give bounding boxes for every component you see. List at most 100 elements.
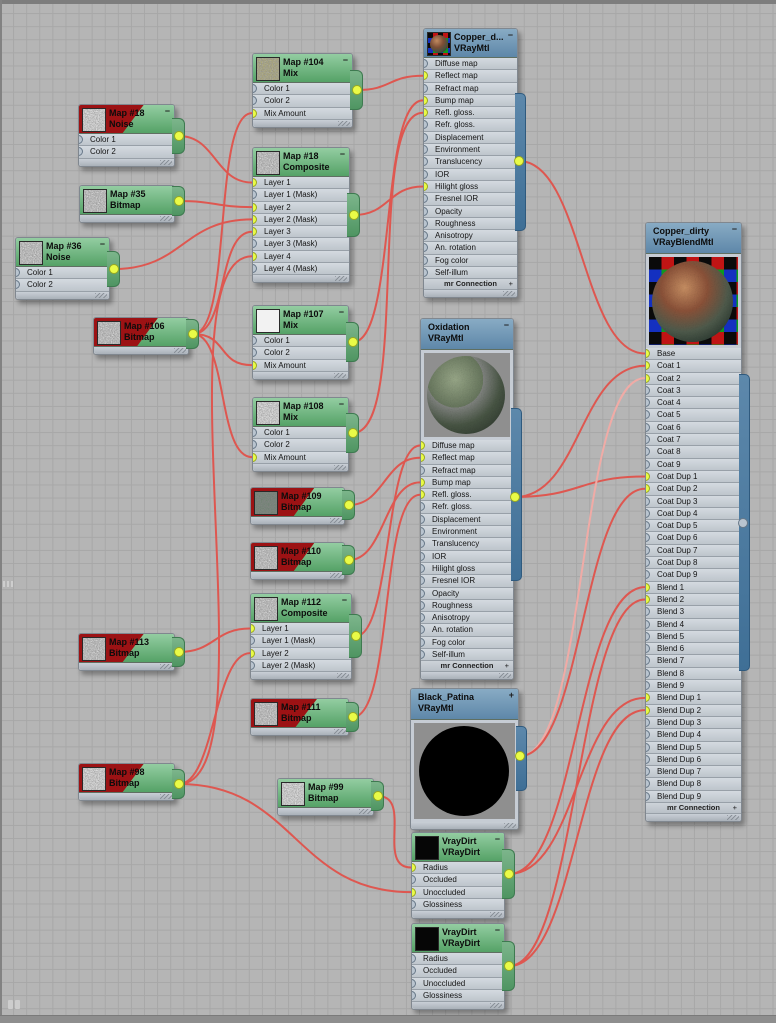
mr-expand-icon[interactable]: + [732, 802, 737, 812]
output-socket[interactable] [349, 210, 359, 220]
slot-mix-amount[interactable]: Mix Amount [253, 451, 348, 464]
slot-opacity[interactable]: Opacity [424, 205, 517, 218]
input-socket[interactable] [646, 742, 650, 752]
input-socket[interactable] [646, 484, 650, 494]
resize-grip-icon[interactable] [95, 292, 107, 298]
wire-comp18-to-copper_d[interactable] [353, 185, 424, 216]
input-socket[interactable] [646, 619, 650, 629]
wire-map108-to-copper_d[interactable] [352, 111, 424, 434]
slot-coat-dup-4[interactable]: Coat Dup 4 [646, 507, 741, 521]
resize-grip-icon[interactable] [334, 729, 346, 734]
input-socket[interactable] [424, 268, 428, 278]
input-socket[interactable] [412, 954, 416, 963]
input-socket[interactable] [424, 71, 428, 81]
wire-map111-to-oxidation[interactable] [352, 493, 421, 718]
input-socket[interactable] [421, 490, 425, 500]
slot-refr-gloss-[interactable]: Refr. gloss. [421, 501, 513, 514]
collapse-button[interactable]: − [164, 106, 170, 116]
input-socket[interactable] [646, 385, 650, 395]
slot-color-2[interactable]: Color 2 [253, 347, 348, 360]
slot-coat-dup-2[interactable]: Coat Dup 2 [646, 483, 741, 496]
slot-blend-4[interactable]: Blend 4 [646, 618, 741, 631]
input-socket[interactable] [424, 132, 428, 142]
input-socket[interactable] [646, 496, 650, 506]
slot-layer-3-mask-[interactable]: Layer 3 (Mask) [253, 238, 349, 251]
slot-an-rotation[interactable]: An. rotation [424, 242, 517, 255]
slot-blend-6[interactable]: Blend 6 [646, 643, 741, 656]
output-socket[interactable] [515, 751, 525, 761]
slot-environment[interactable]: Environment [424, 144, 517, 157]
slot-coat-dup-1[interactable]: Coat Dup 1 [646, 470, 741, 484]
slot-mix-amount[interactable]: Mix Amount [253, 359, 348, 372]
mr-expand-icon[interactable]: + [504, 661, 509, 671]
input-socket[interactable] [646, 570, 650, 580]
slot-blend-3[interactable]: Blend 3 [646, 606, 741, 619]
mr-expand-icon[interactable]: + [508, 279, 513, 289]
collapse-button[interactable]: − [494, 834, 500, 844]
input-socket[interactable] [421, 441, 425, 450]
input-socket[interactable] [253, 452, 257, 462]
output-socket[interactable] [174, 196, 184, 206]
input-socket[interactable] [251, 648, 255, 658]
wire-map106-to-map104[interactable] [192, 112, 253, 335]
input-socket[interactable] [646, 349, 650, 358]
slot-layer-3[interactable]: Layer 3 [253, 226, 349, 239]
input-socket[interactable] [412, 863, 416, 872]
input-socket[interactable] [421, 563, 425, 573]
wire-map107-to-copper_d[interactable] [352, 99, 424, 343]
slot-environment[interactable]: Environment [421, 526, 513, 539]
slot-blend-dup-9[interactable]: Blend Dup 9 [646, 790, 741, 803]
slot-refract-map[interactable]: Refract map [421, 464, 513, 477]
slot-base[interactable]: Base [646, 348, 741, 361]
slot-refl-gloss-[interactable]: Refl. gloss. [424, 107, 517, 120]
wire-map106-to-comp18[interactable] [192, 230, 253, 335]
input-socket[interactable] [421, 514, 425, 524]
output-socket[interactable] [348, 428, 358, 438]
slot-layer-2[interactable]: Layer 2 [253, 201, 349, 214]
slot-blend-9[interactable]: Blend 9 [646, 680, 741, 693]
input-socket[interactable] [253, 264, 257, 274]
slot-displacement[interactable]: Displacement [424, 131, 517, 145]
slot-anisotropy[interactable]: Anisotropy [424, 230, 517, 243]
slot-occluded[interactable]: Occluded [412, 965, 504, 978]
output-socket[interactable] [174, 131, 184, 141]
input-socket[interactable] [424, 194, 428, 204]
slot-color-1[interactable]: Color 1 [253, 335, 348, 348]
slot-opacity[interactable]: Opacity [421, 587, 513, 600]
slot-layer-2-mask-[interactable]: Layer 2 (Mask) [253, 213, 349, 227]
input-socket[interactable] [646, 471, 650, 481]
input-socket[interactable] [646, 607, 650, 617]
expand-button[interactable]: + [508, 690, 514, 700]
collapse-button[interactable]: − [99, 239, 105, 249]
input-socket[interactable] [421, 551, 425, 561]
mr-connection-row[interactable]: mr Connection+ [421, 661, 513, 673]
slot-coat-2[interactable]: Coat 2 [646, 372, 741, 385]
slot-displacement[interactable]: Displacement [421, 513, 513, 527]
resize-grip-icon[interactable] [160, 159, 172, 165]
input-socket[interactable] [646, 767, 650, 777]
resize-grip-icon[interactable] [330, 573, 342, 578]
mr-connection-row[interactable]: mr Connection+ [424, 279, 517, 291]
input-socket[interactable] [646, 508, 650, 518]
slot-self-illum[interactable]: Self-illum [424, 267, 517, 280]
collapse-button[interactable]: − [494, 925, 500, 935]
slot-reflect-map[interactable]: Reflect map [424, 70, 517, 83]
input-socket[interactable] [251, 660, 255, 670]
input-socket[interactable] [424, 255, 428, 265]
slot-roughness[interactable]: Roughness [421, 599, 513, 613]
slot-glossiness[interactable]: Glossiness [412, 898, 504, 912]
